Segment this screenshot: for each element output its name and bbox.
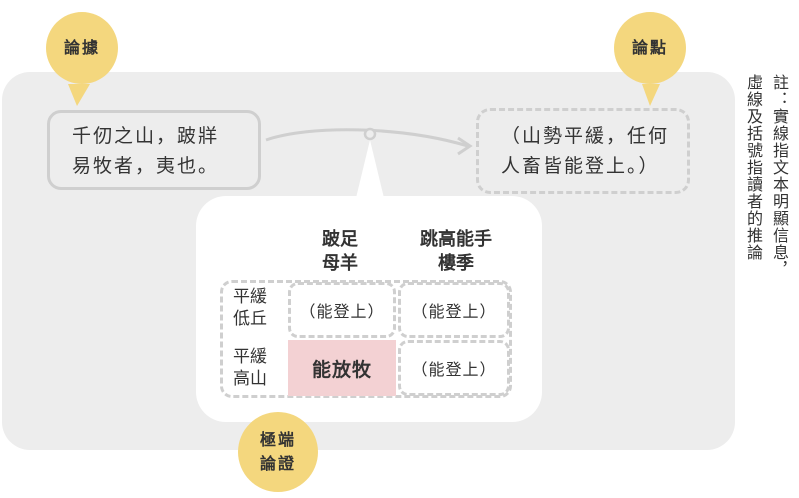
evidence-bubble-label: 論據: [63, 38, 100, 57]
row-header-1-line-2: 低丘: [233, 309, 267, 329]
callout-pointer: [356, 140, 384, 198]
col-header-2-line-1: 跳高能手: [420, 229, 492, 250]
note-column-2: 虛線及括號指讀者的推論: [744, 74, 763, 261]
col-header-2-line-2: 樓季: [438, 253, 474, 274]
extreme-bubble-line-2: 論證: [259, 454, 296, 473]
extreme-argument-bubble: 極端 論證: [238, 412, 318, 492]
col-header-1-line-2: 母羊: [322, 253, 358, 274]
curve-node: [363, 127, 377, 141]
claim-line-1: （山勢平緩，任何: [501, 125, 670, 147]
cell-r2c2-text: （能登上）: [411, 360, 497, 379]
cell-r2c2: （能登上）: [398, 340, 510, 396]
cell-r1c2-text: （能登上）: [411, 302, 497, 321]
col-header-1: 跛足 母羊: [300, 228, 380, 276]
claim-bubble-label: 論點: [631, 38, 668, 57]
row-header-2: 平緩 高山: [232, 346, 268, 390]
inference-curve: [265, 128, 469, 148]
extreme-bubble-line-1: 極端: [259, 430, 296, 449]
row-header-2-line-2: 高山: [233, 369, 267, 389]
claim-bubble: 論點: [614, 12, 686, 84]
note: 註：實線指文本明顯信息， 虛線及括號指讀者的推論: [742, 74, 790, 374]
evidence-box: 千仞之山，跛牂 易牧者，夷也。: [47, 110, 261, 190]
row-header-1: 平緩 低丘: [232, 286, 268, 330]
claim-line-2: 人畜皆能登上。）: [501, 155, 660, 177]
evidence-line-2: 易牧者，夷也。: [72, 155, 220, 177]
evidence-bubble-tail: [68, 84, 90, 106]
table-frame: [220, 280, 512, 398]
claim-box: （山勢平緩，任何 人畜皆能登上。）: [476, 108, 690, 194]
evidence-line-1: 千仞之山，跛牂: [72, 125, 220, 147]
col-header-2: 跳高能手 樓季: [404, 228, 508, 276]
note-column-1: 註：實線指文本明顯信息，: [770, 74, 789, 278]
evidence-bubble: 論據: [46, 12, 118, 84]
cell-r2c1-text: 能放牧: [311, 358, 372, 381]
cell-r1c2: （能登上）: [398, 282, 510, 338]
cell-r1c1: （能登上）: [288, 282, 396, 338]
inference-arrowhead: [457, 136, 473, 156]
row-header-2-line-1: 平緩: [233, 347, 267, 367]
claim-bubble-tail: [642, 84, 660, 106]
col-header-1-line-1: 跛足: [322, 229, 358, 250]
row-header-1-line-1: 平緩: [233, 287, 267, 307]
cell-r1c1-text: （能登上）: [299, 302, 385, 321]
cell-r2c1-highlight: 能放牧: [288, 340, 396, 396]
